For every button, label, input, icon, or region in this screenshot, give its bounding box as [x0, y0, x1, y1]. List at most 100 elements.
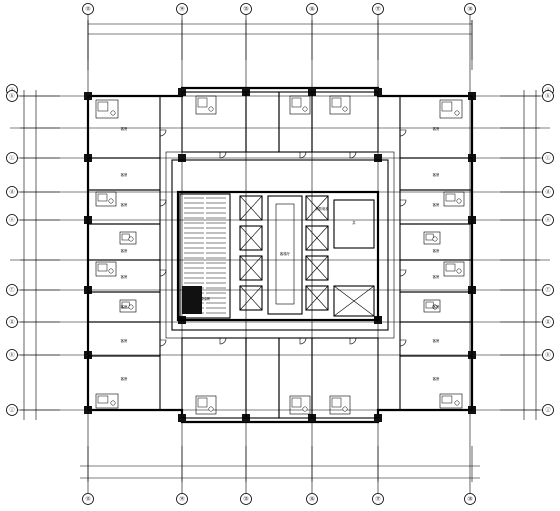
bathtub-icon	[291, 397, 302, 408]
guest-room	[87, 355, 161, 411]
bathtub-icon	[291, 97, 302, 108]
axis-bubble-bottom-label: ⑭	[179, 495, 184, 502]
axis-bubble-bottom	[464, 493, 476, 505]
axis-bubble-left	[6, 349, 18, 361]
axis-bubble-top	[176, 3, 188, 15]
bathroom	[289, 95, 311, 115]
lobby-inner	[275, 203, 295, 305]
axis-bubble-bottom	[372, 493, 384, 505]
axis-bubble-bottom	[176, 493, 188, 505]
bathtub-icon	[331, 397, 342, 408]
core-label: 井	[352, 220, 356, 225]
toilet-icon	[302, 406, 308, 412]
door-swing	[299, 151, 307, 159]
elevator-shaft	[305, 255, 329, 281]
core-label: 楼梯间	[200, 296, 211, 301]
door-swing	[399, 129, 407, 137]
elevator-shaft	[239, 195, 263, 221]
room-label: 客房	[433, 172, 440, 177]
bathtub-icon	[441, 395, 453, 404]
core-outline	[176, 190, 380, 322]
elevator-cross	[239, 225, 263, 251]
axis-bubble-left-label: ⓐ	[9, 86, 14, 93]
axis-bubble-left-label: ⓗ	[9, 351, 14, 358]
axis-bubble-right-label: ⓖ	[545, 318, 550, 325]
bathroom	[119, 231, 137, 245]
axis-bubble-bottom	[306, 493, 318, 505]
core-label: 消防电梯	[315, 206, 329, 211]
toilet-icon	[432, 304, 438, 310]
axis-bubble-right	[542, 349, 554, 361]
door-swing	[219, 337, 227, 345]
door-swing	[399, 339, 407, 347]
axis-bubble-bottom-label: ⑬	[85, 495, 90, 502]
bathtub-icon	[445, 193, 456, 202]
bathtub-icon	[425, 233, 434, 241]
central-core	[176, 190, 380, 322]
toilet-icon	[108, 198, 114, 204]
axis-bubble-right-label: ⓙ	[545, 406, 550, 413]
bathtub-icon	[445, 263, 456, 272]
service-shaft	[333, 199, 375, 249]
door-swing	[399, 199, 407, 207]
axis-bubble-right-label: ⓔ	[545, 216, 550, 223]
axis-bubble-right	[542, 214, 554, 226]
room-label: 客房	[433, 126, 440, 131]
room-label: 客房	[433, 376, 440, 381]
axis-bubble-right-label: ⓑ	[545, 92, 550, 99]
axis-bubble-top	[240, 3, 252, 15]
structural-column	[374, 154, 382, 162]
elevator-shaft	[239, 255, 263, 281]
elevator-shaft	[239, 225, 263, 251]
bathroom	[95, 99, 119, 119]
axis-bubble-left-label: ⓒ	[9, 154, 14, 161]
guest-room	[399, 189, 473, 225]
elevator-cross	[305, 195, 329, 221]
bathroom	[95, 393, 119, 409]
bathroom	[289, 395, 311, 415]
toilet-icon	[342, 406, 348, 412]
shaft-black	[182, 286, 202, 314]
bathroom	[195, 95, 217, 115]
axis-bubble-right	[542, 90, 554, 102]
axis-bubble-right	[542, 316, 554, 328]
bathroom	[443, 191, 465, 207]
guest-room	[181, 91, 247, 153]
toilet-icon	[128, 236, 134, 242]
toilet-icon	[432, 236, 438, 242]
door-swing	[159, 339, 167, 347]
toilet-icon	[456, 268, 462, 274]
room-label: 客房	[433, 248, 440, 253]
bathroom	[95, 261, 117, 277]
axis-bubble-top-label: ⑯	[309, 5, 314, 12]
door-swing	[159, 129, 167, 137]
bathtub-icon	[97, 101, 109, 112]
bathtub-icon	[197, 97, 208, 108]
axis-bubble-left	[6, 214, 18, 226]
axis-bubble-left-label: ⓕ	[9, 286, 14, 293]
axis-bubble-top	[82, 3, 94, 15]
guest-room	[399, 223, 473, 261]
freight-elevator	[333, 285, 375, 317]
axis-bubble-right	[542, 152, 554, 164]
axis-bubble-top-label: ⑮	[243, 5, 248, 12]
room-label: 客房	[121, 126, 128, 131]
toilet-icon	[302, 106, 308, 112]
guest-room	[245, 91, 280, 153]
axis-bubble-right	[542, 284, 554, 296]
axis-bubble-top	[372, 3, 384, 15]
toilet-icon	[128, 304, 134, 310]
axis-bubble-right-label: ⓐ	[545, 86, 550, 93]
elevator-cross	[239, 195, 263, 221]
door-swing	[219, 151, 227, 159]
room-label: 客房	[433, 304, 440, 309]
core-label: 客梯厅	[280, 251, 291, 256]
axis-bubble-top	[464, 3, 476, 15]
axis-bubble-left-label: ⓑ	[9, 92, 14, 99]
room-label: 客房	[121, 172, 128, 177]
guest-room	[311, 337, 379, 419]
axis-bubble-bottom-label: ⑱	[467, 495, 472, 502]
bathtub-icon	[121, 233, 130, 241]
bathroom	[195, 395, 217, 415]
